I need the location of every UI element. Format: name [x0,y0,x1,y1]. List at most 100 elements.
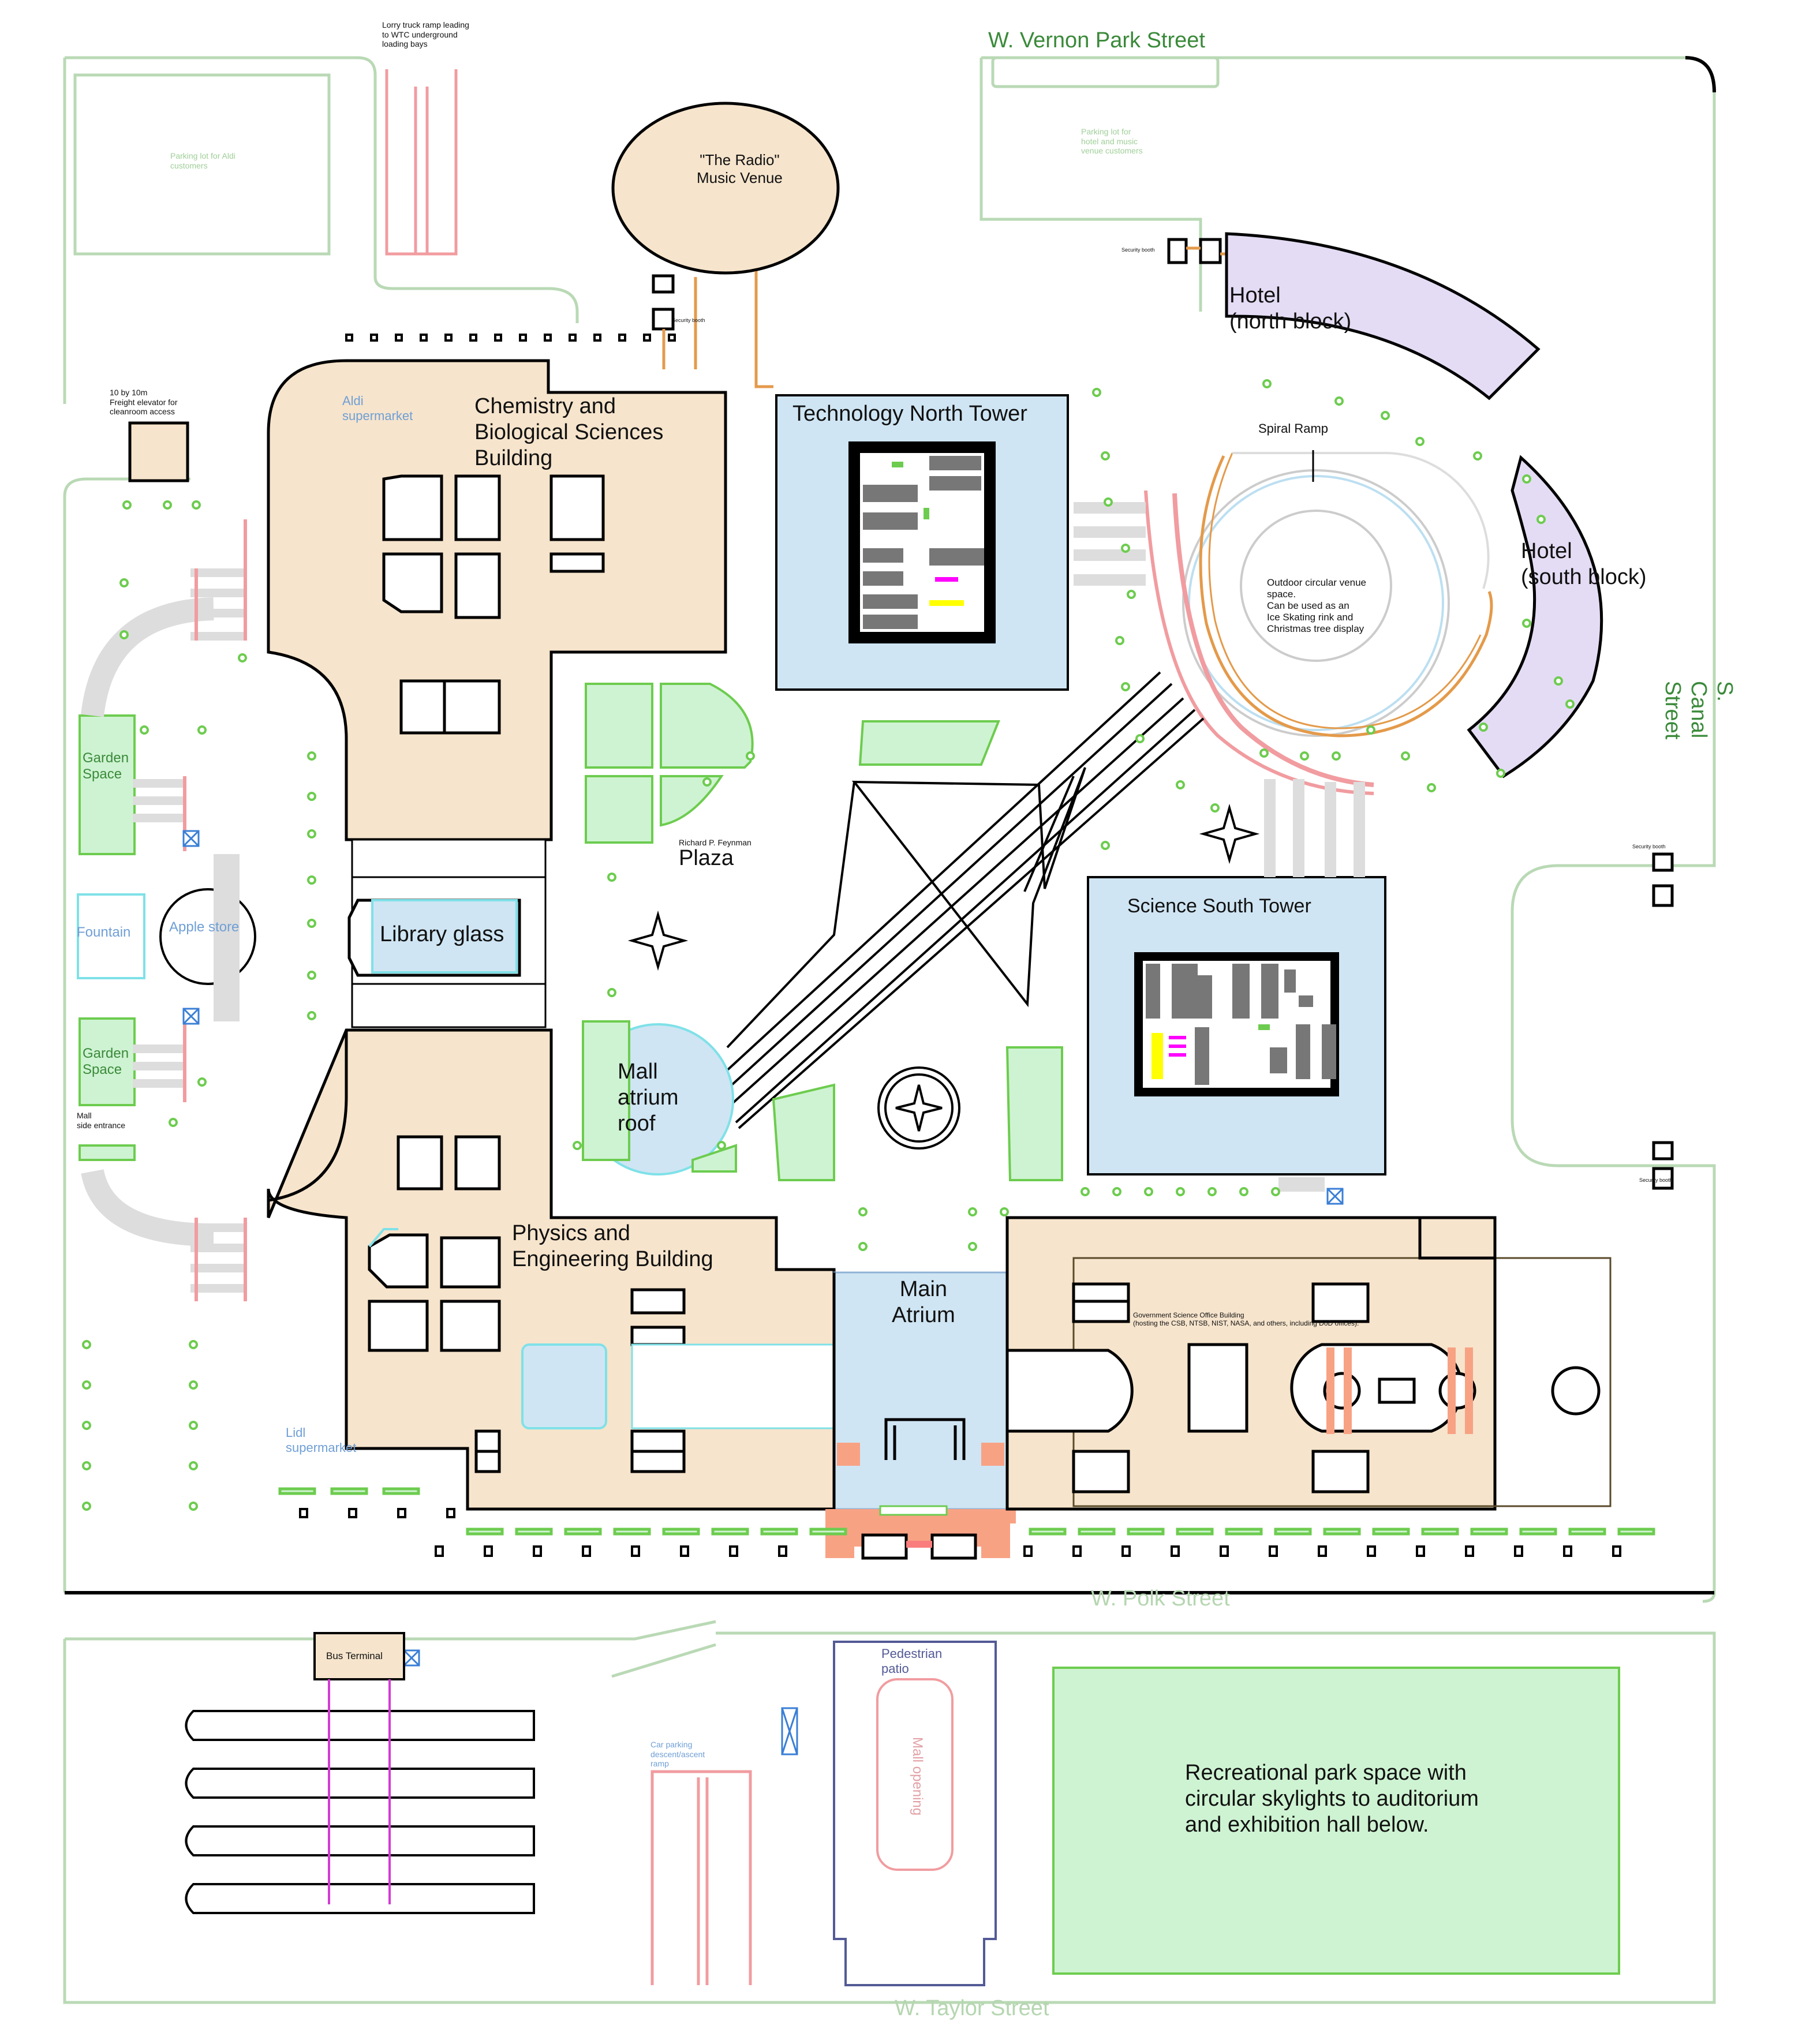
bollard [435,1545,444,1557]
bollard [1318,1545,1327,1557]
car-ramp [650,1770,752,1985]
hedge [278,1487,316,1495]
tree [192,500,201,510]
tree [1127,590,1136,599]
tree [197,725,207,735]
library-label: Library glass [380,922,504,946]
parking-hotel-label: Parking lot for hotel and music venue cu… [1081,127,1143,156]
tree [1522,474,1531,484]
phys-eng-label: Physics and Engineering Building [512,1221,713,1271]
tree [169,1118,178,1127]
tree [1381,411,1390,420]
tree [189,1380,198,1390]
freight-elevator [128,421,189,482]
tree [968,1207,977,1216]
gov-stair-columns [1326,1347,1473,1434]
garden-label-south: Garden Space [83,1046,129,1078]
security-booth-label-radio: Security booth [672,317,705,323]
tree [82,1421,91,1430]
lidl-label: Lidl supermarket [286,1425,357,1455]
tree [1565,699,1575,709]
tree [1300,751,1309,761]
tree [82,1502,91,1511]
tree [1176,1187,1185,1196]
tree [702,777,712,787]
main-atrium-label: Main Atrium [892,1277,955,1327]
hedge [1617,1528,1655,1536]
west-steps [133,568,245,1293]
bus-terminal-label: Bus Terminal [326,1650,383,1661]
bollard [446,1508,455,1518]
bollard [348,1508,357,1518]
fountain [77,893,145,979]
spiral-ramp-label: Spiral Ramp [1258,421,1329,436]
hedge [1225,1528,1263,1536]
chem-bio-label: Chemistry and Biological Sciences Buildi… [474,394,664,470]
trees [82,379,1575,1511]
bollard [469,334,477,342]
bus-bays [185,1710,535,1914]
tree [1101,451,1110,461]
tree [746,751,755,761]
bollard [1072,1545,1082,1557]
hedge [564,1528,602,1536]
tree [1121,682,1130,691]
street-w-vernon-park: W. Vernon Park Street [988,28,1205,53]
tree [1334,396,1344,406]
hedge [1372,1528,1410,1536]
hedge [330,1487,368,1495]
tree [307,792,316,801]
tree [1210,803,1220,813]
security-booth-label-east: Security booth [1632,844,1666,849]
tree [1262,379,1272,388]
tree [307,875,316,885]
bollard [1367,1545,1376,1557]
hedge [809,1528,847,1536]
tree [1081,1187,1090,1196]
tree [307,1011,316,1020]
tree [238,653,247,662]
tree [858,1242,868,1251]
grass-patches [78,683,1620,1975]
bollards [299,334,1621,1557]
fountain-label: Fountain [77,924,131,940]
bollard [593,334,601,342]
street-w-polk: W. Polk Street [1091,1586,1230,1611]
phys-eng-glass [521,1343,607,1429]
bollard [1171,1545,1180,1557]
science-south-label: Science South Tower [1127,895,1311,917]
bollard [1220,1545,1229,1557]
bollard [484,1545,493,1557]
tree [197,1077,207,1087]
hedge [515,1528,553,1536]
bollard [778,1545,787,1557]
hedge [1421,1528,1459,1536]
library-corridor [347,838,547,1028]
apple-store [159,888,256,985]
west-walkways [81,597,214,1246]
atrium-entrance [825,1443,1016,1560]
tree [1259,748,1269,758]
tree [189,1340,198,1349]
bollard [729,1545,738,1557]
science-south-floorplan [1134,952,1339,1096]
hedge [382,1487,420,1495]
tree [189,1461,198,1470]
bollard [631,1545,640,1557]
parking-aldi-label: Parking lot for Aldi customers [170,151,235,170]
tree [1101,841,1110,850]
tech-north-floorplan [848,441,996,643]
tree [1401,751,1410,761]
tree [607,988,616,997]
bollard [643,334,651,342]
tree [1135,734,1145,743]
tree [1366,725,1375,735]
tree [1239,1187,1248,1196]
hedge [1127,1528,1165,1536]
tree [1176,780,1185,789]
tree [1207,1187,1217,1196]
hotel-south [1467,455,1603,778]
park-label: Recreational park space with circular sk… [1185,1761,1479,1837]
hotel-north-label: Hotel (north block) [1229,283,1352,334]
